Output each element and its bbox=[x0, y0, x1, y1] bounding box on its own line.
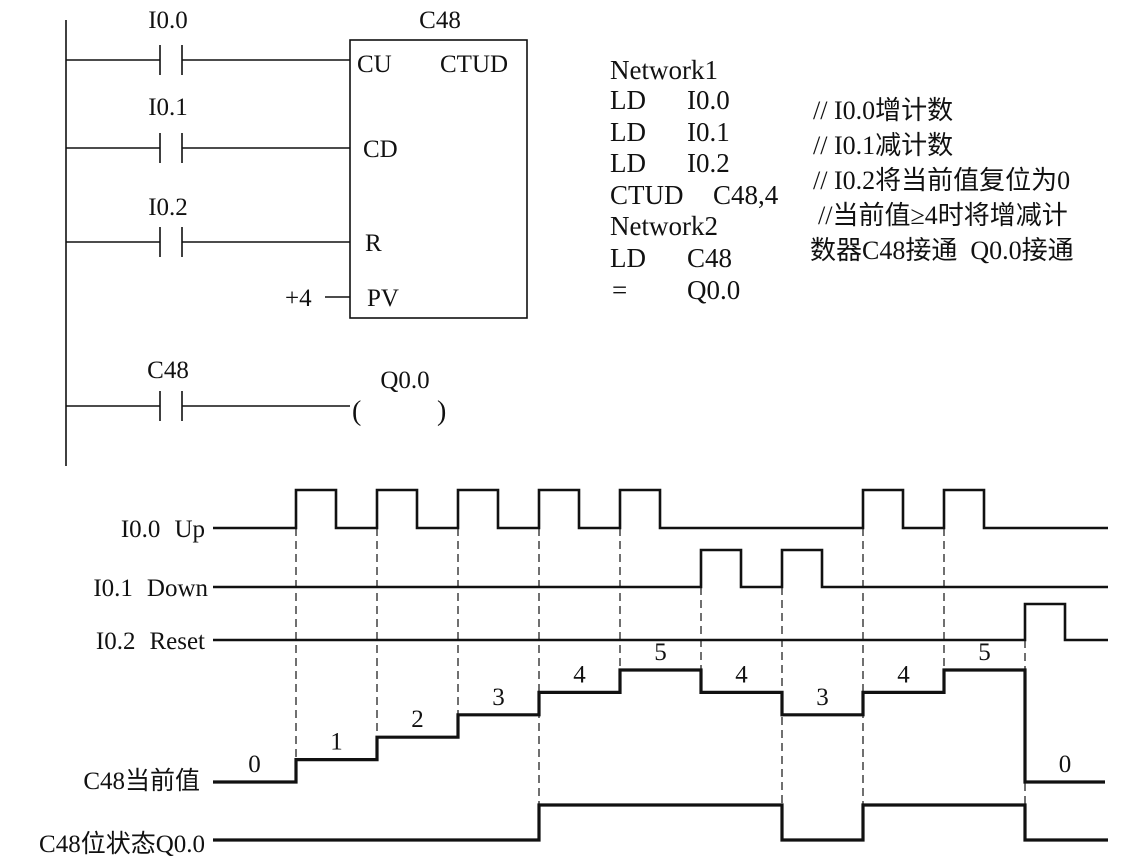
contact-label-i0-1: I0.1 bbox=[148, 94, 188, 121]
instruction-op: LD bbox=[610, 148, 646, 178]
pin-pv: PV bbox=[367, 285, 399, 312]
instruction-op: LD bbox=[610, 85, 646, 115]
down-signal-waveform bbox=[213, 548, 1108, 589]
network1-header: Network1 bbox=[610, 55, 718, 85]
instruction-operand: Q0.0 bbox=[687, 275, 740, 305]
signal-desc: Up bbox=[174, 516, 205, 543]
instruction-operand: C48,4 bbox=[713, 180, 779, 210]
counter-value-mark: 3 bbox=[816, 684, 829, 711]
counter-value-mark: 3 bbox=[492, 684, 505, 711]
counter-name: C48 bbox=[419, 7, 461, 34]
instruction-operand: I0.2 bbox=[687, 148, 730, 178]
up-signal-waveform bbox=[213, 488, 1108, 530]
instruction-op: LD bbox=[610, 243, 646, 273]
program-comments: // I0.0增计数 // I0.1减计数 // I0.2将当前值复位为0 //… bbox=[810, 96, 1074, 265]
network2-header: Network2 bbox=[610, 211, 718, 241]
timing-diagram: I0.0 Up I0.1 Down I0.2 Reset C48当前值 C48位状态Q… bbox=[39, 488, 1108, 858]
instruction-operand: I0.1 bbox=[687, 117, 730, 147]
pin-r: R bbox=[365, 230, 382, 257]
instruction-operand: C48 bbox=[687, 243, 732, 273]
timing-waveforms: 0 1 2 3 4 5 4 3 4 5 0 bbox=[213, 488, 1108, 842]
signal-name: I0.1 bbox=[93, 575, 133, 602]
pin-cu: CU bbox=[357, 51, 392, 78]
signal-name: I0.2 bbox=[96, 628, 136, 655]
coil-label: Q0.0 bbox=[380, 367, 429, 394]
comment-line: // I0.2将当前值复位为0 bbox=[813, 166, 1070, 195]
counter-value-mark: 5 bbox=[978, 639, 991, 666]
output-state-waveform bbox=[213, 803, 1108, 842]
counter-type: CTUD bbox=[440, 51, 508, 78]
signal-label-up: I0.0 Up bbox=[121, 516, 205, 543]
coil-close-paren: ) bbox=[437, 396, 446, 427]
comment-line: 数器C48接通 Q0.0接通 bbox=[810, 236, 1074, 265]
signal-desc: Down bbox=[147, 575, 209, 602]
dashed-guides bbox=[295, 528, 1026, 805]
counter-value-mark: 4 bbox=[573, 661, 586, 688]
rung-1: I0.0 bbox=[66, 7, 350, 75]
counter-box bbox=[349, 39, 528, 319]
signal-desc: Reset bbox=[149, 628, 205, 655]
counter-value-mark: 4 bbox=[897, 661, 910, 688]
instruction-op: LD bbox=[610, 117, 646, 147]
rung-4: C48 ( ) Q0.0 bbox=[66, 357, 446, 427]
instruction-op: CTUD bbox=[610, 180, 684, 210]
instruction-operand: I0.0 bbox=[687, 85, 730, 115]
contact-label-i0-0: I0.0 bbox=[148, 7, 188, 34]
instruction-op: = bbox=[612, 275, 627, 305]
counter-value-mark: 5 bbox=[654, 639, 667, 666]
rung-2: I0.1 bbox=[66, 94, 350, 163]
comment-line: // I0.1减计数 bbox=[813, 131, 953, 160]
counter-block: C48 CU CTUD CD R PV +4 bbox=[285, 7, 528, 319]
signal-label-down: I0.1 Down bbox=[93, 575, 208, 602]
coil-open-paren: ( bbox=[352, 396, 361, 427]
ladder-diagram: I0.0 I0.1 I0.2 C48 CU CTUD CD R PV bbox=[65, 7, 528, 466]
counter-value-mark: 0 bbox=[248, 751, 261, 778]
counter-value-label: C48当前值 bbox=[83, 767, 200, 795]
signal-label-reset: I0.2 Reset bbox=[96, 628, 205, 655]
comment-line: // I0.0增计数 bbox=[813, 96, 953, 125]
counter-value-waveform bbox=[213, 668, 1105, 784]
pin-cd: CD bbox=[363, 136, 398, 163]
output-state-label: C48位状态Q0.0 bbox=[39, 830, 205, 858]
counter-value-mark: 1 bbox=[330, 729, 343, 756]
signal-name: I0.0 bbox=[121, 516, 161, 543]
comment-line: //当前值≥4时将增减计 bbox=[818, 201, 1068, 230]
counter-value-mark: 2 bbox=[411, 706, 424, 733]
statement-list: Network1 LD I0.0 LD I0.1 LD I0.2 CTUD C4… bbox=[610, 55, 779, 305]
counter-value-mark: 4 bbox=[735, 661, 748, 688]
reset-signal-waveform bbox=[213, 602, 1108, 642]
contact-label-i0-2: I0.2 bbox=[148, 194, 188, 221]
counter-value-mark: 0 bbox=[1059, 751, 1072, 778]
contact-label-c48: C48 bbox=[147, 357, 189, 384]
preset-value: +4 bbox=[285, 285, 312, 312]
rung-3: I0.2 bbox=[66, 194, 350, 257]
